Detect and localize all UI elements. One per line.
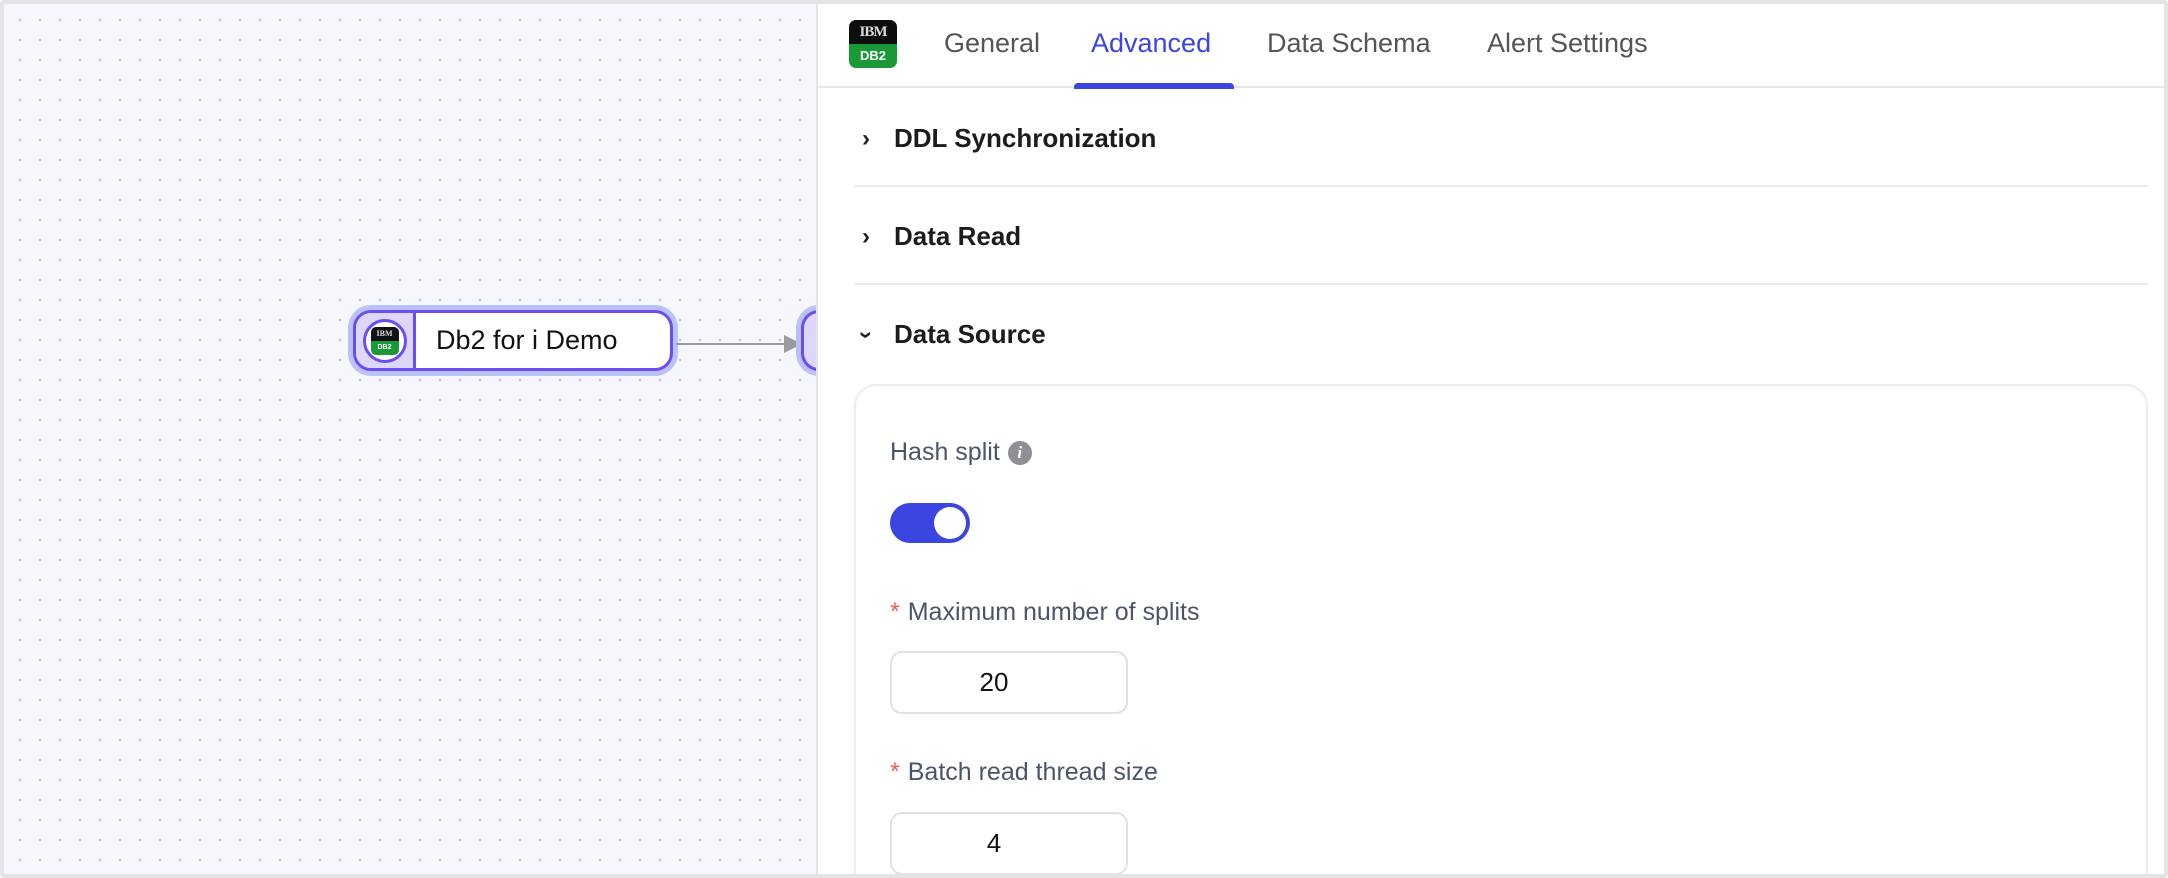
hash-split-toggle[interactable]	[890, 503, 970, 543]
chevron-down-icon: ›	[853, 330, 880, 339]
chevron-right-icon: ›	[862, 124, 870, 152]
hash-split-text: Hash split	[890, 438, 1000, 466]
section-title: Data Read	[894, 221, 1022, 251]
section-title: Data Source	[894, 319, 1046, 349]
hash-split-label: Hash split i	[890, 438, 1032, 467]
required-mark: *	[890, 758, 900, 786]
db2-logo: IBM DB2	[849, 20, 897, 68]
chevron-right-icon: ›	[862, 222, 870, 250]
panel-header: IBM DB2 General Advanced Data Schema Ale…	[818, 4, 2164, 89]
batch-thread-text: Batch read thread size	[907, 758, 1158, 786]
max-splits-text: Maximum number of splits	[907, 598, 1200, 626]
section-ddl-synchronization[interactable]: › DDL Synchronization	[854, 114, 2148, 163]
db2-icon-top: IBM	[370, 326, 399, 341]
node-label: Db2 for i Demo	[436, 325, 618, 355]
active-tab-indicator	[1074, 83, 1234, 89]
db2-icon: IBM DB2	[370, 326, 399, 355]
node-icon-circle: IBM DB2	[362, 318, 407, 363]
tab-alert-settings[interactable]: Alert Settings	[1487, 28, 1648, 58]
tab-data-schema[interactable]: Data Schema	[1267, 28, 1431, 58]
node-settings-panel: IBM DB2 General Advanced Data Schema Ale…	[816, 4, 2164, 874]
section-title: DDL Synchronization	[894, 123, 1157, 153]
edge-line[interactable]	[676, 343, 788, 345]
divider	[854, 185, 2148, 187]
max-splits-input[interactable]	[890, 651, 1128, 714]
logo-top: IBM	[849, 20, 897, 44]
batch-thread-input[interactable]	[890, 812, 1128, 874]
edge-arrow-icon	[784, 335, 802, 353]
node-icon-area: IBM DB2	[356, 313, 416, 368]
tab-advanced[interactable]: Advanced	[1091, 28, 1212, 58]
required-mark: *	[890, 598, 900, 626]
toggle-knob	[934, 507, 966, 539]
tab-general[interactable]: General	[944, 28, 1041, 58]
section-data-source[interactable]: › Data Source	[853, 310, 2148, 359]
section-data-read[interactable]: › Data Read	[854, 212, 2148, 261]
divider	[854, 283, 2148, 285]
info-icon[interactable]: i	[1007, 441, 1032, 465]
flow-canvas[interactable]: IBM DB2 Db2 for i Demo	[4, 4, 861, 874]
source-node[interactable]: IBM DB2 Db2 for i Demo	[353, 310, 673, 371]
max-splits-label: *Maximum number of splits	[890, 598, 1199, 627]
db2-icon-bottom: DB2	[370, 340, 399, 355]
batch-thread-label: *Batch read thread size	[890, 758, 1158, 787]
logo-bottom: DB2	[849, 44, 897, 68]
